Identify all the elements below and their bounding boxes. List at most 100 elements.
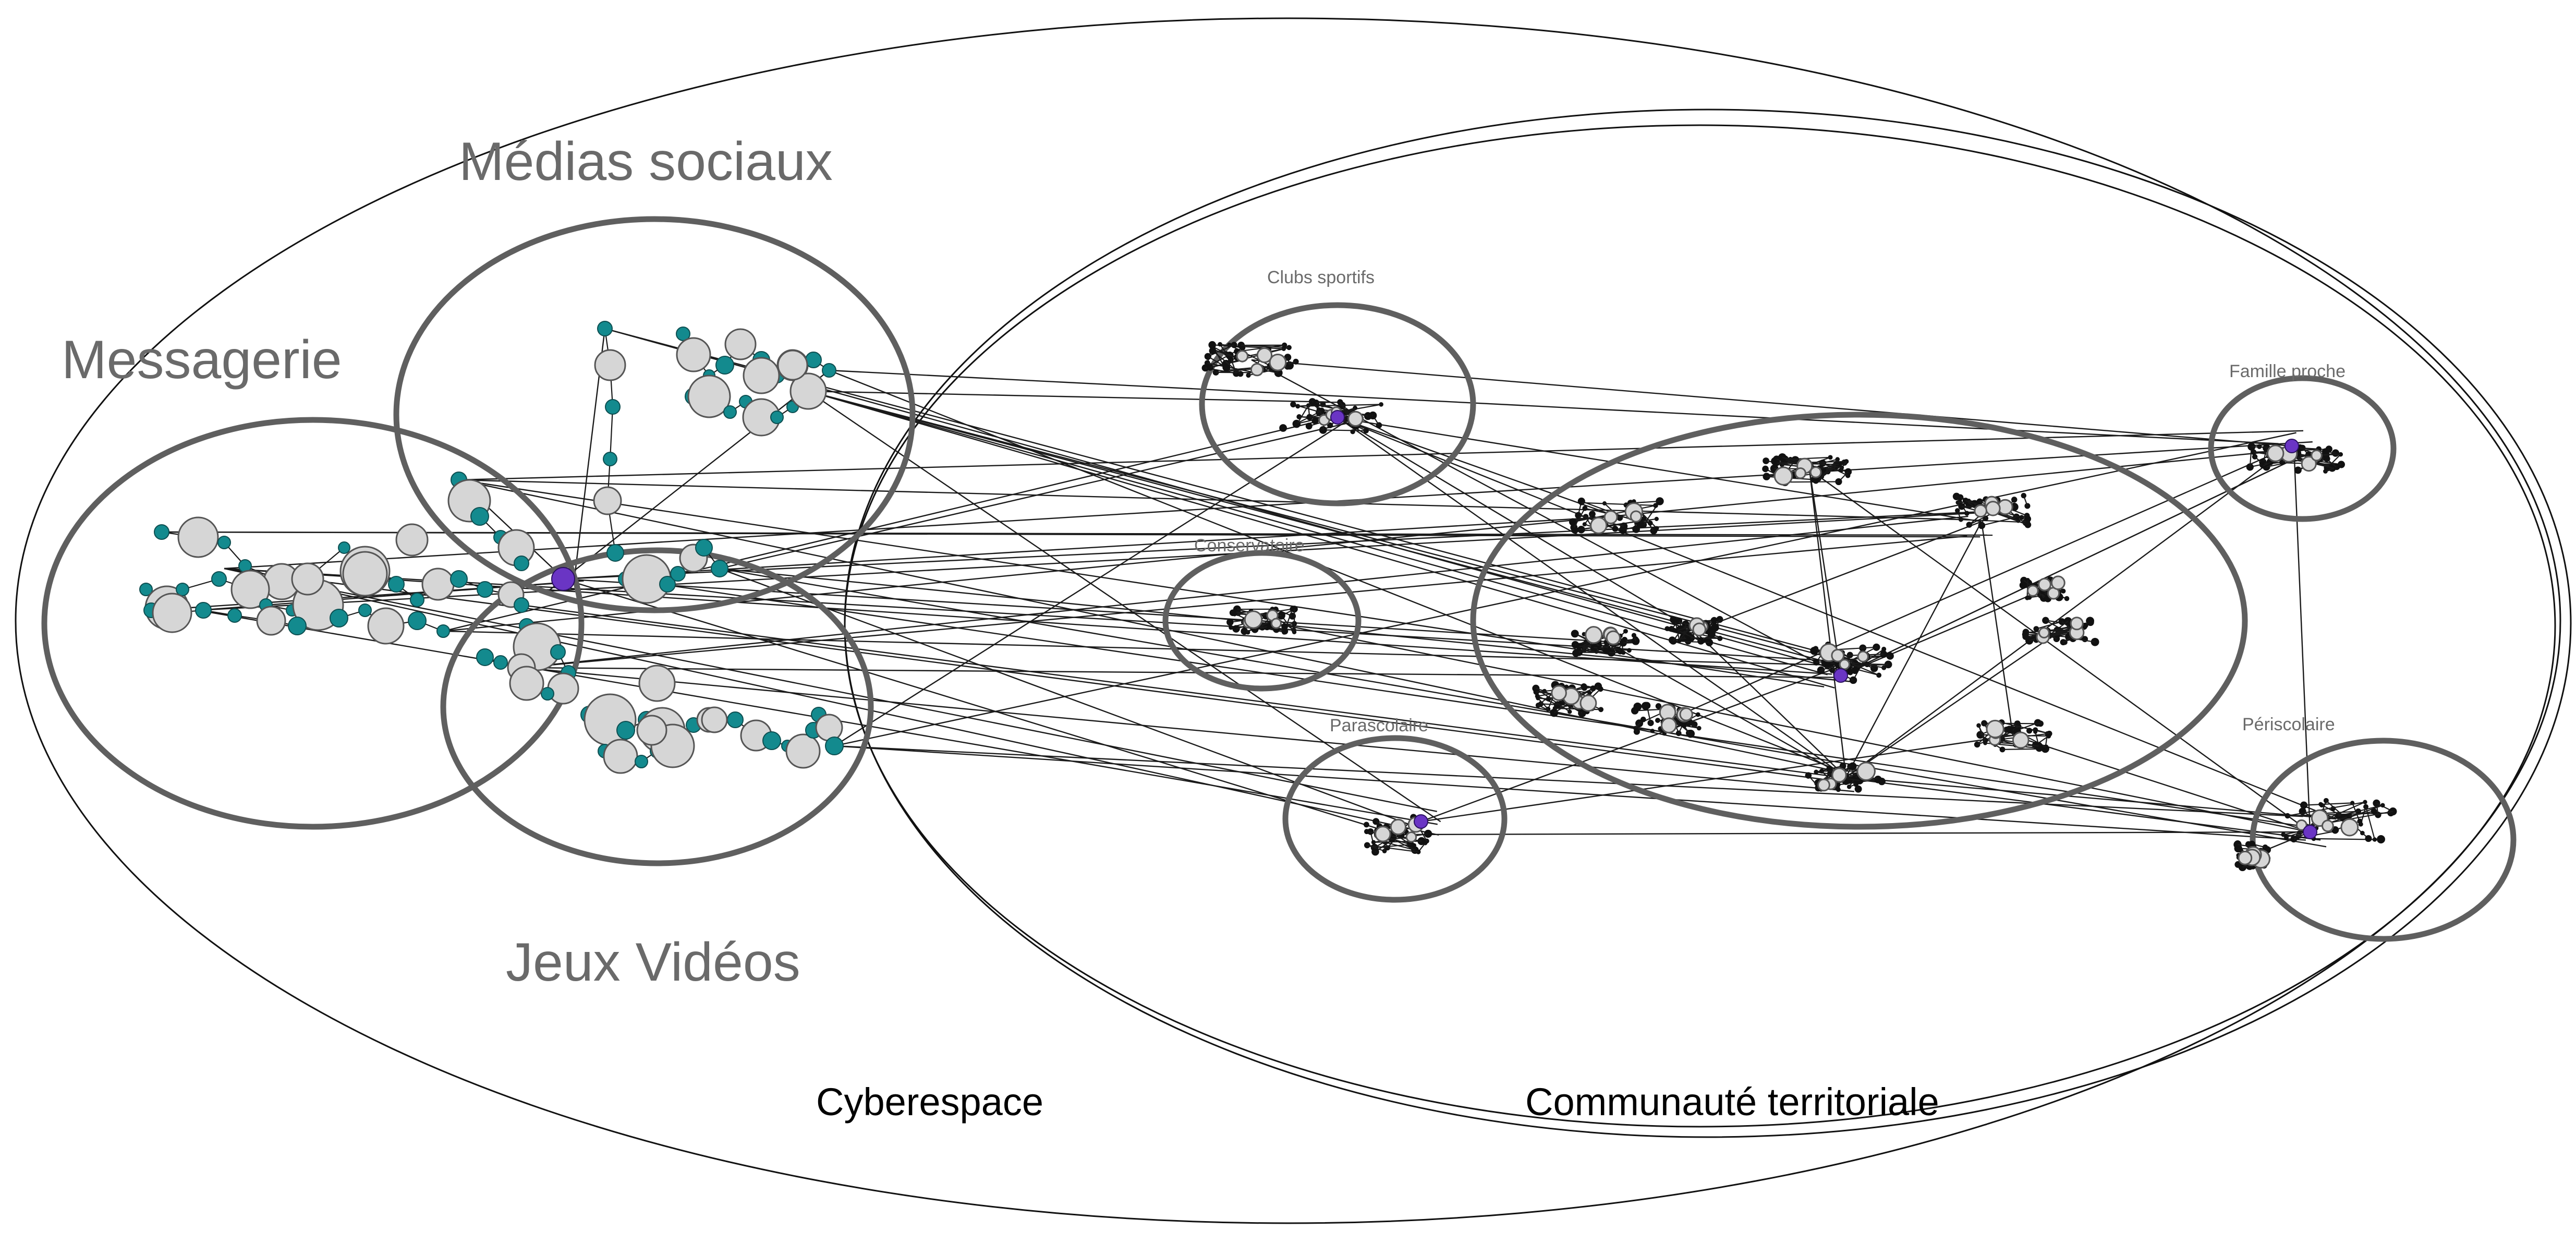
grey-node [1270, 618, 1282, 629]
edge [1212, 350, 1241, 375]
grey-node [2070, 617, 2084, 631]
black-node [2033, 727, 2038, 732]
black-node [1204, 353, 1211, 360]
grey-hub-node [777, 349, 808, 381]
edge-layer [151, 328, 2337, 856]
teal-node [676, 327, 690, 341]
grey-node [2038, 577, 2051, 592]
long-range-edge [563, 510, 1992, 580]
black-node [1637, 522, 1644, 528]
grey-node [1347, 411, 1364, 427]
long-range-edge [1808, 469, 1847, 778]
label-cyberespace: Cyberespace [816, 1080, 1043, 1124]
grey-node [593, 486, 622, 515]
long-range-edge [1845, 445, 2292, 778]
grey-node [1603, 510, 1618, 524]
teal-node [470, 507, 489, 526]
edge [1392, 838, 1415, 851]
teal-node [762, 731, 781, 750]
teal-node [410, 593, 424, 607]
cluster-parascolaire [1282, 735, 1508, 903]
long-range-edge [1334, 416, 1982, 523]
edge [609, 406, 614, 460]
black-node [1711, 623, 1719, 632]
edge [1297, 404, 1381, 407]
teal-node [822, 363, 836, 378]
grey-node [547, 672, 579, 705]
teal-node [288, 617, 307, 635]
teal-node [825, 737, 844, 755]
grey-node [815, 714, 843, 742]
black-node [1983, 515, 1989, 521]
grey-hub-node [395, 523, 429, 557]
long-range-edge [1845, 776, 2337, 820]
black-node [1382, 849, 1387, 853]
grey-node [1773, 466, 1793, 486]
edge [2338, 804, 2383, 817]
black-node [1670, 616, 1677, 623]
black-node [1290, 401, 1296, 408]
black-node [1642, 516, 1647, 521]
purple-node [2285, 439, 2299, 453]
teal-node [727, 711, 744, 728]
label-communaute-territoriale: Communauté territoriale [1525, 1080, 1939, 1124]
teal-node [408, 611, 427, 630]
teal-node [659, 576, 676, 593]
long-range-edge [2012, 734, 2311, 833]
black-node [2247, 442, 2256, 451]
grey-node [2321, 819, 2334, 832]
teal-node [603, 452, 617, 466]
grey-node [1236, 350, 1249, 363]
teal-node [514, 597, 529, 613]
teal-node [195, 602, 212, 619]
grey-node [1661, 717, 1677, 734]
grey-node [1809, 466, 1822, 478]
long-range-edge [1980, 521, 2014, 736]
black-node [1284, 354, 1292, 361]
edge [1961, 519, 2026, 523]
long-range-edge [1808, 469, 1842, 676]
black-node [1623, 629, 1628, 634]
grey-node [1794, 467, 1806, 479]
teal-node [476, 648, 494, 666]
edge [1818, 458, 1838, 480]
black-node [1569, 518, 1577, 526]
long-range-edge [1606, 641, 1846, 778]
black-node [1376, 422, 1382, 429]
black-node [1578, 500, 1584, 505]
purple-node [1414, 814, 1428, 829]
teal-node [358, 604, 372, 617]
long-range-edge [1251, 359, 2292, 447]
cluster-periscolaire [2250, 738, 2517, 942]
label-periscolaire: Périscolaire [2242, 715, 2335, 734]
grey-node [2295, 819, 2307, 831]
label-medias-sociaux: Médias sociaux [459, 131, 833, 192]
teal-node [805, 352, 822, 368]
black-node [1633, 702, 1642, 711]
long-range-edge [1694, 631, 1846, 778]
edge [1978, 725, 1986, 743]
long-range-edge [808, 390, 1330, 403]
grey-node [2012, 731, 2030, 749]
grey-node [2311, 449, 2323, 462]
black-node [1669, 637, 1677, 645]
label-messagerie: Messagerie [62, 330, 342, 390]
long-range-edge [1668, 445, 2292, 721]
long-range-edge [521, 667, 1834, 678]
black-node [2323, 455, 2329, 462]
edge [1388, 835, 1422, 842]
grey-node [2266, 444, 2285, 462]
label-clubs-sportifs: Clubs sportifs [1267, 268, 1375, 287]
grey-node [1692, 622, 1707, 637]
grey-node [1831, 767, 1847, 783]
edge [1855, 668, 1879, 676]
grey-node [177, 516, 219, 558]
label-conservatoire: Conservatoire [1194, 536, 1305, 556]
black-node [2350, 801, 2355, 805]
long-range-edge [1845, 631, 2060, 778]
long-range-edge [563, 578, 1398, 836]
long-range-edge [808, 390, 1835, 689]
black-node [1222, 359, 1231, 368]
edge [2346, 804, 2383, 819]
